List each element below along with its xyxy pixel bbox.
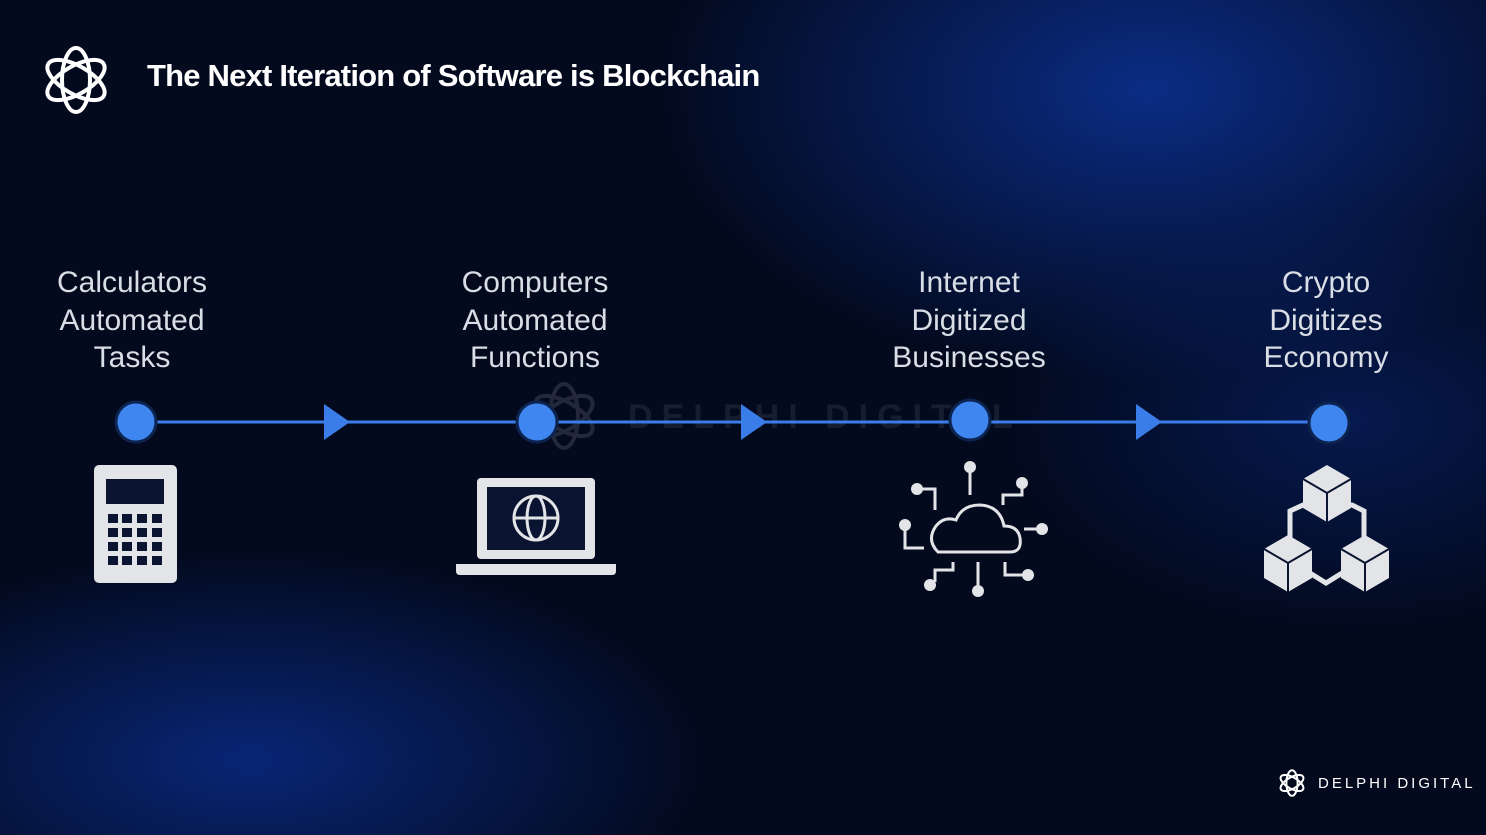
delphi-logo-icon — [45, 46, 107, 114]
watermark: DELPHI DIGITAL — [628, 398, 1022, 436]
arrow-icon — [324, 404, 350, 440]
laptop-globe-icon — [456, 478, 616, 575]
blockchain-cubes-icon — [1263, 465, 1390, 592]
stage-label-computers: Computers Automated Functions — [461, 266, 609, 374]
stage-label-crypto: Crypto Digitizes Economy — [1263, 266, 1389, 374]
delphi-logo-icon — [1279, 769, 1305, 797]
timeline-node — [1307, 401, 1351, 445]
stage-label-internet: Internet Digitized Businesses — [892, 266, 1046, 374]
arrow-icon — [741, 404, 767, 440]
cloud-network-icon — [899, 461, 1048, 597]
arrow-icon — [1136, 404, 1162, 440]
page-title: The Next Iteration of Software is Blockc… — [147, 58, 760, 93]
brand-name: DELPHI DIGITAL — [1318, 774, 1476, 792]
calculator-icon — [94, 465, 177, 583]
timeline-node — [515, 400, 559, 444]
brand-footer: DELPHI DIGITAL — [1276, 767, 1476, 799]
timeline-node — [114, 400, 158, 444]
timeline-node — [948, 398, 992, 442]
stage-label-calculators: Calculators Automated Tasks — [56, 266, 208, 374]
